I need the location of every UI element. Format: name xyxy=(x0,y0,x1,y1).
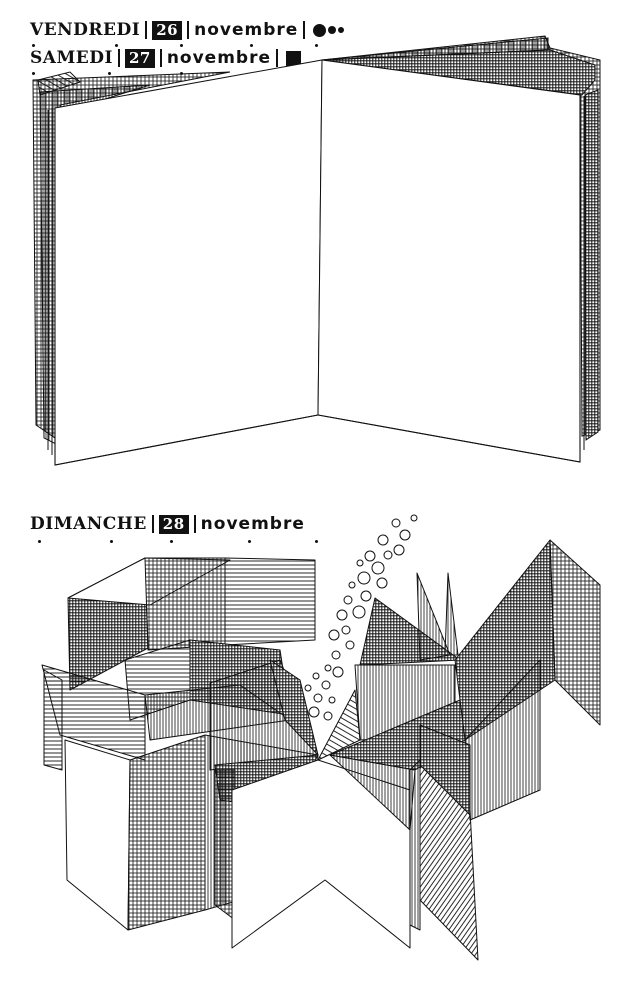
caption-month: novembre xyxy=(194,20,299,40)
caption-month: novembre xyxy=(200,514,305,534)
popup-white-cube xyxy=(64,739,131,931)
caption-day: SAMEDI xyxy=(30,48,113,68)
black-square-ornament-icon xyxy=(286,50,302,66)
bubbles xyxy=(304,514,418,721)
caption-date: 26 xyxy=(152,20,183,40)
dot-row xyxy=(30,44,320,48)
three-circles-ornament-icon xyxy=(313,23,345,37)
divider xyxy=(303,21,306,39)
caption-sunday: DIMANCHE 28 novembre xyxy=(30,514,305,534)
divider xyxy=(193,515,196,533)
divider xyxy=(145,21,148,39)
divider xyxy=(151,515,154,533)
caption-date: 28 xyxy=(158,514,189,534)
divider xyxy=(187,21,190,39)
caption-saturday: SAMEDI 27 novembre xyxy=(30,48,302,68)
left-page xyxy=(54,59,323,466)
right-page xyxy=(317,59,581,463)
pop-up-book xyxy=(41,539,601,961)
divider xyxy=(117,49,120,67)
divider xyxy=(159,49,162,67)
caption-day: VENDREDI xyxy=(30,20,141,40)
dot-row xyxy=(30,540,320,544)
caption-friday: VENDREDI 26 novembre xyxy=(30,20,345,40)
open-blank-book xyxy=(32,35,601,466)
caption-date: 27 xyxy=(124,48,155,68)
divider xyxy=(276,49,279,67)
caption-day: DIMANCHE xyxy=(30,514,147,534)
caption-month: novembre xyxy=(166,48,272,68)
